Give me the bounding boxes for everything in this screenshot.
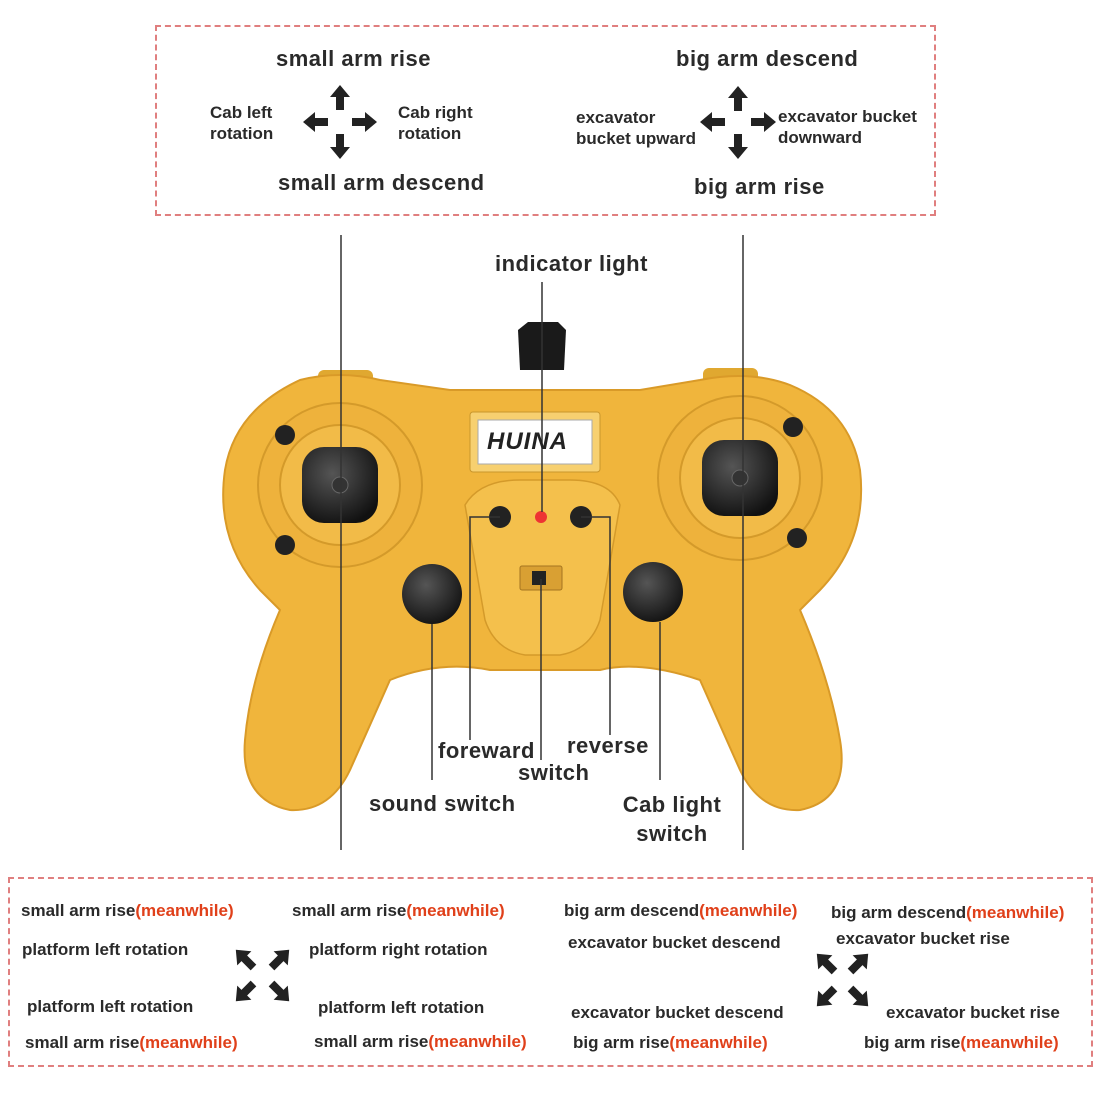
br-top-left-main: big arm descend(meanwhile) [564,901,798,920]
right-stick-right-label: excavator bucket downward [778,107,917,147]
cab-light-switch-label: Cab light switch [622,792,722,846]
left-stick-left-label: Cab left rotation [210,103,274,143]
indicator-light [535,511,547,523]
left-stick-right-label: Cab right rotation [398,103,473,143]
br-bottom-left-sub: excavator bucket descend [571,1003,784,1022]
leader-lines [340,235,744,850]
br-bottom-left-main: big arm rise(meanwhile) [573,1033,768,1052]
bl-top-left-main: small arm rise(meanwhile) [21,901,234,920]
direction-arrows-icon [700,86,776,159]
switch-label: switch [518,760,590,785]
controller-image [222,322,863,812]
br-top-left-sub: excavator bucket descend [568,933,781,952]
brand-logo: HUINA [487,428,568,455]
right-stick-down-label: big arm rise [694,174,825,199]
bl-top-right-main: small arm rise(meanwhile) [292,901,505,920]
bl-bottom-left-main: small arm rise(meanwhile) [25,1033,238,1052]
bl-top-left-sub: platform left rotation [22,940,189,959]
br-bottom-right-main: big arm rise(meanwhile) [864,1033,1059,1052]
sound-switch-label: sound switch [369,791,516,816]
br-bottom-right-sub: excavator bucket rise [886,1003,1060,1022]
right-stick-up-label: big arm descend [676,46,859,71]
diagonal-arrows-icon [228,942,297,1009]
foreward-label: foreward [438,738,535,763]
br-top-right-main: big arm descend(meanwhile) [831,903,1065,922]
bottom-diagonal-legend-box [8,877,1093,1067]
reverse-label: reverse [567,733,649,758]
direction-arrows-icon [303,85,377,159]
indicator-light-label: indicator light [495,251,648,276]
bl-top-right-sub: platform right rotation [309,940,488,959]
diagonal-arrows-icon [809,946,876,1014]
bl-bottom-left-sub: platform left rotation [27,997,194,1016]
top-stick-legend-box [155,25,936,216]
left-stick-down-label: small arm descend [278,170,485,195]
bl-bottom-right-main: small arm rise(meanwhile) [314,1032,527,1051]
bl-bottom-right-sub: platform left rotation [318,998,485,1017]
br-top-right-sub: excavator bucket rise [836,929,1010,948]
right-stick-left-label: excavator bucket upward [576,108,696,148]
left-stick-up-label: small arm rise [276,46,431,71]
